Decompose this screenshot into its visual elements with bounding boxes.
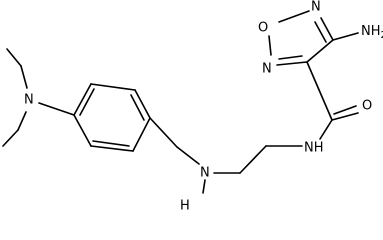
bond-ch2-ch2 [239,145,267,174]
ring-n-lower-label: N [262,62,272,77]
bond-ring-c3-n-double [278,55,303,60]
bond-ring-c4-c5 [132,117,151,152]
bond-ring-c3-n [276,61,308,66]
bond-n-aryl [38,102,75,116]
diethylamine-n-label: N [24,93,34,108]
bond-ring-c1-c2 [73,83,92,116]
amino-subscript-2: 2 [381,30,383,41]
bond-carbonyl-c-ring [306,61,333,121]
amino-nh2-label: NH2 [361,24,383,41]
bond-ring-c5-c6 [90,145,134,152]
bond-aryl-ch2 [149,117,178,148]
amine-h-label: H [180,199,190,214]
bond-carbonyl-c-o [331,112,359,121]
bond-carbonyl-c-o-double [333,105,357,115]
bond-ethyl1-n [20,65,28,89]
bond-ethyl2-ch2-ch3 [2,129,19,147]
amino-nh-text: NH [361,24,381,39]
ring-o-label: O [258,21,268,36]
bond-ring-o-n [278,10,310,23]
bond-ring-c6-c1 [73,114,92,147]
molecule-structure-diagram: N N H NH O N O N NH2 [2,0,383,214]
bond-amine-h [202,179,206,194]
bond-ring-c3-c4 [134,89,151,119]
bond-ring-n-c4 [320,17,334,41]
bond-ring-c1-c2-double [79,88,95,116]
bond-layer [2,10,359,194]
bond-ring-n-c4-double [314,21,327,43]
atom-label-layer: N N H NH O N O N NH2 [24,0,383,214]
bond-ethyl2-n [17,111,27,131]
ring-n-top-label: N [311,0,321,15]
bond-c4-nh2 [332,32,359,41]
bond-ring-n-o [268,35,272,56]
amine-n-label: N [200,166,210,181]
bond-ch2-amine [176,146,200,165]
bond-ethyl1-ch2-ch3 [6,48,22,67]
amide-nh-label: NH [304,141,324,156]
bond-ring-c2-c3 [90,83,136,91]
bond-ring-c3-c4-double [130,94,145,121]
carbonyl-o-label: O [362,99,372,114]
bond-amide-n-carbonyl-c [319,119,333,140]
bond-ring-c4-c3 [306,39,334,63]
bond-ring-c5-c6-double [92,140,130,147]
